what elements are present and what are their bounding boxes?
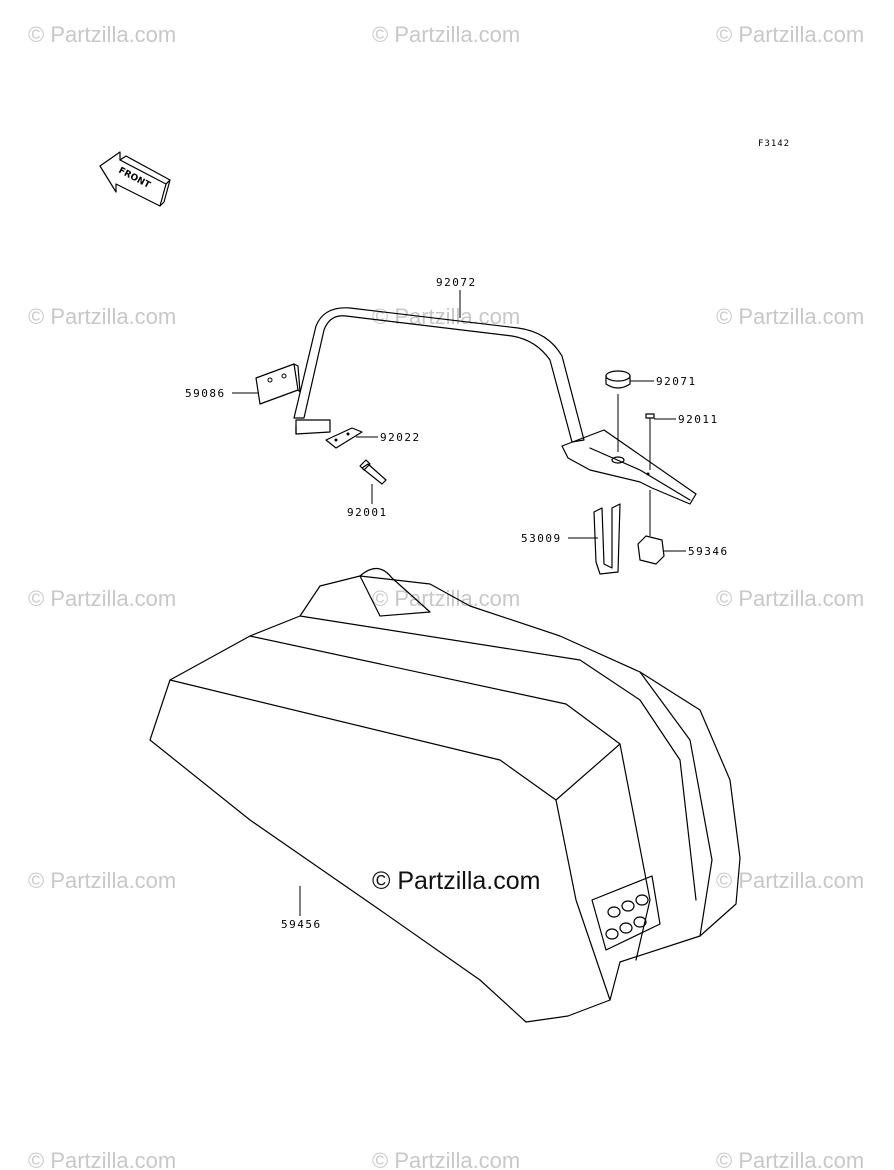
- watermark: © Partzilla.com: [372, 22, 520, 47]
- label-59346[interactable]: 59346: [688, 545, 729, 558]
- watermark: © Partzilla.com: [716, 304, 864, 329]
- watermark: © Partzilla.com: [28, 868, 176, 893]
- part-labels: 92072 59086 92022 92001 92071 92011 5300…: [185, 276, 729, 931]
- label-59086[interactable]: 59086: [185, 387, 226, 400]
- label-92072[interactable]: 92072: [436, 276, 477, 289]
- label-59456[interactable]: 59456: [281, 918, 322, 931]
- screw-part[interactable]: [645, 413, 655, 470]
- watermark: © Partzilla.com: [372, 1148, 520, 1170]
- watermark: © Partzilla.com: [28, 22, 176, 47]
- watermark: © Partzilla.com: [28, 1148, 176, 1170]
- bolt-part[interactable]: [359, 459, 387, 485]
- watermark: © Partzilla.com: [716, 22, 864, 47]
- watermark: © Partzilla.com: [28, 304, 176, 329]
- bracket-part[interactable]: [593, 503, 621, 575]
- center-watermark: © Partzilla.com: [372, 867, 540, 895]
- cap-part[interactable]: [605, 370, 631, 452]
- cover-part[interactable]: [149, 567, 741, 1023]
- plate-part[interactable]: [325, 427, 363, 449]
- pad-part[interactable]: [255, 363, 301, 405]
- label-92001[interactable]: 92001: [347, 506, 388, 519]
- watermark: © Partzilla.com: [372, 586, 520, 611]
- figure-number: F3142: [758, 139, 790, 149]
- watermark-layer: © Partzilla.com © Partzilla.com © Partzi…: [28, 22, 864, 1170]
- front-arrow-icon: FRONT: [99, 151, 171, 207]
- watermark: © Partzilla.com: [716, 868, 864, 893]
- watermark: © Partzilla.com: [716, 1148, 864, 1170]
- label-92022[interactable]: 92022: [380, 431, 421, 444]
- grab-handle-part[interactable]: [293, 307, 697, 505]
- label-92011[interactable]: 92011: [678, 413, 719, 426]
- stopper-part[interactable]: [637, 490, 665, 565]
- label-53009[interactable]: 53009: [521, 532, 562, 545]
- leader-lines: [232, 290, 686, 916]
- watermark: © Partzilla.com: [716, 586, 864, 611]
- label-92071[interactable]: 92071: [656, 375, 697, 388]
- watermark: © Partzilla.com: [28, 586, 176, 611]
